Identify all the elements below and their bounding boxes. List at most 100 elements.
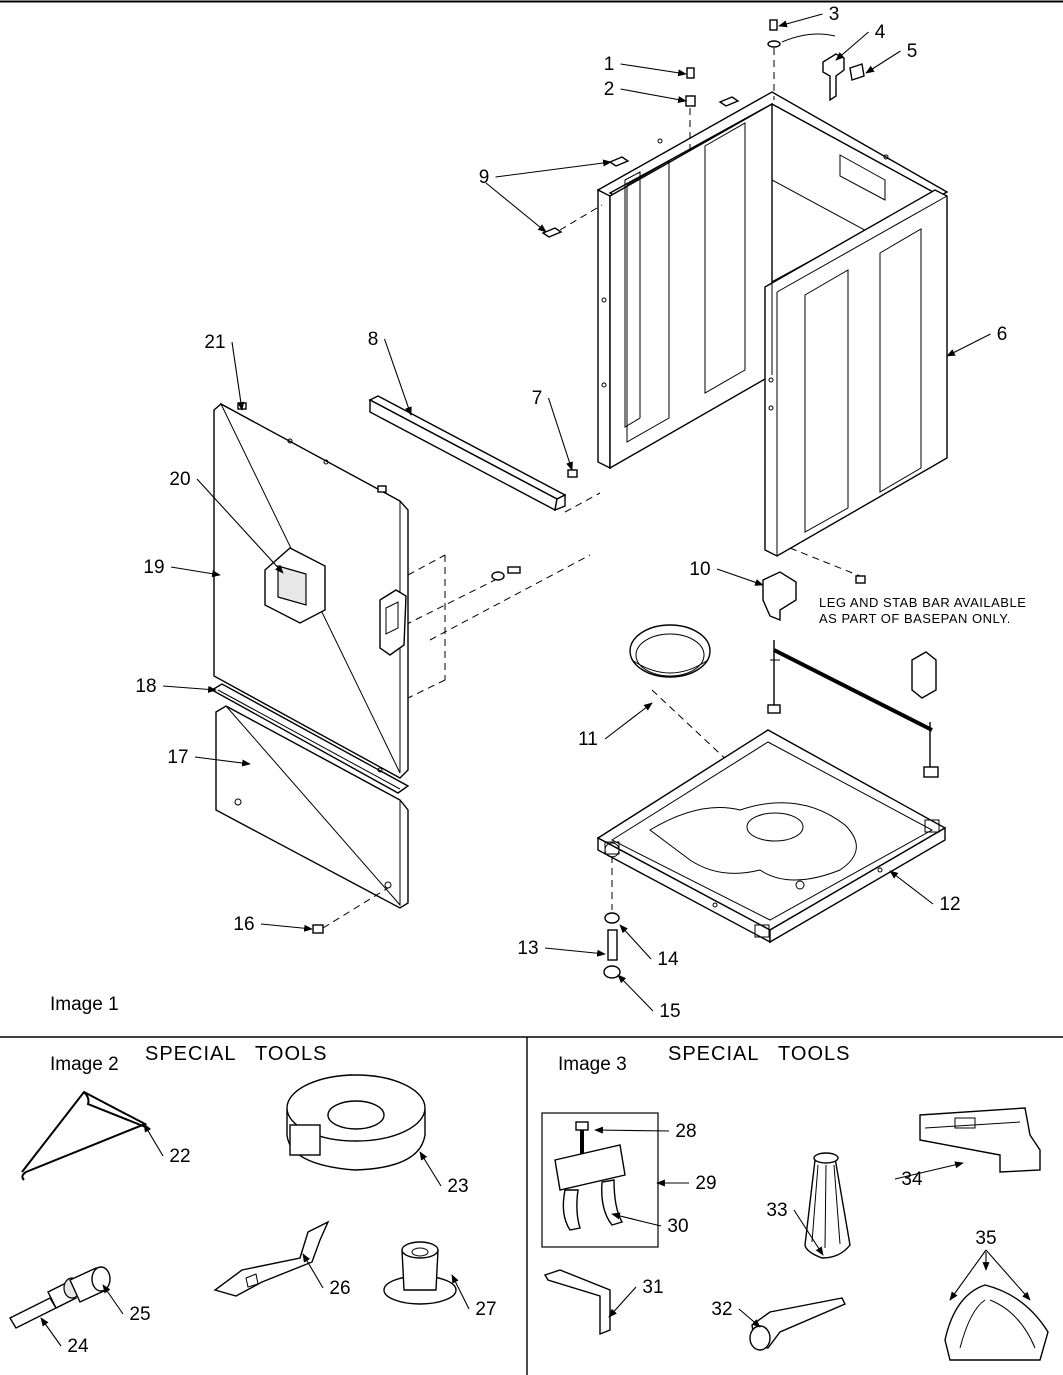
callout-12: 12 (939, 894, 960, 915)
tool-31-bracket (543, 1269, 611, 1336)
leader-14 (619, 924, 652, 960)
leader-11 (604, 702, 653, 740)
callout-30: 30 (667, 1216, 688, 1237)
callout-35: 35 (975, 1228, 996, 1249)
leader-1 (620, 63, 687, 77)
callout-6: 6 (997, 324, 1008, 345)
leader-9 (495, 159, 612, 178)
callout-33: 33 (766, 1200, 787, 1221)
top-fasteners (541, 19, 865, 238)
leader-15 (617, 974, 654, 1012)
leader-12 (889, 870, 934, 905)
screw-7a (567, 469, 578, 478)
cabinet-assembly (596, 91, 949, 557)
leader-10 (716, 568, 764, 586)
gasket-18 (210, 683, 410, 794)
leader-16 (260, 923, 313, 932)
tool-24-25-socket (9, 1266, 111, 1329)
callout-29: 29 (695, 1173, 716, 1194)
tool-32-driver (749, 1297, 846, 1351)
callout-31: 31 (642, 1277, 663, 1298)
callout-10: 10 (689, 559, 710, 580)
leader-7 (547, 397, 573, 471)
leader-9b (485, 182, 547, 233)
screw-1 (507, 566, 521, 574)
leader-25 (102, 1284, 124, 1315)
basepan-note-line2: AS PART OF BASEPAN ONLY. (819, 611, 1011, 626)
callout-18: 18 (135, 676, 156, 697)
leveling-bracket-10a (762, 571, 797, 622)
leader-18 (162, 685, 217, 693)
callout-1: 1 (604, 54, 615, 75)
leader-19 (170, 566, 221, 578)
image-2-label: Image 2 (50, 1054, 119, 1075)
callout-9: 9 (479, 167, 490, 188)
leader-26 (302, 1253, 324, 1289)
leg-and-stab-bar (767, 640, 939, 778)
tool-27-hub-driver (383, 1241, 457, 1305)
leader-lines (40, 13, 1031, 1347)
leader-33 (793, 1209, 824, 1256)
leader-24 (40, 1317, 62, 1347)
leader-2 (620, 88, 687, 104)
callout-19: 19 (143, 557, 164, 578)
leader-32 (738, 1308, 761, 1328)
screw-7b (855, 575, 866, 584)
callout-15: 15 (659, 1001, 680, 1022)
leader-35c (985, 1249, 1031, 1301)
callout-26: 26 (329, 1278, 350, 1299)
tool-28-30-puller (554, 1121, 626, 1231)
front-support-bar (368, 395, 567, 512)
callout-17: 17 (167, 747, 188, 768)
tool-23-ring (286, 1074, 426, 1171)
callout-2: 2 (604, 79, 615, 100)
callout-16: 16 (233, 914, 254, 935)
callout-21: 21 (204, 332, 225, 353)
callout-28: 28 (675, 1121, 696, 1142)
basepan-note-line1: LEG AND STAB BAR AVAILABLE (819, 595, 1026, 610)
leader-21 (231, 341, 245, 411)
tool-22-hook (21, 1090, 149, 1181)
special-tools-title-2: SPECIAL TOOLS (145, 1043, 327, 1065)
leader-4 (835, 31, 869, 61)
leader-13 (544, 947, 606, 957)
nut-15 (603, 965, 621, 979)
callout-23: 23 (447, 1176, 468, 1197)
callout-3: 3 (829, 4, 840, 25)
leader-27 (451, 1274, 470, 1310)
callout-27: 27 (475, 1299, 496, 1320)
callout-25: 25 (129, 1304, 150, 1325)
washer-14 (604, 912, 620, 924)
special-tools-title-3: SPECIAL TOOLS (668, 1043, 850, 1065)
toe-panel (215, 705, 409, 909)
callout-34: 34 (901, 1169, 923, 1190)
leader-3 (778, 13, 823, 28)
screw-16 (312, 924, 324, 934)
image-3-label: Image 3 (558, 1054, 627, 1075)
leader-31 (608, 1286, 637, 1318)
callout-14: 14 (657, 949, 679, 970)
base-pan (596, 729, 947, 944)
callout-32: 32 (711, 1299, 732, 1320)
tool-26-wrench (213, 1220, 330, 1297)
tool-34-gauge (919, 1107, 1041, 1173)
leveling-bracket-10b (911, 651, 937, 699)
callout-20: 20 (169, 469, 190, 490)
leader-34 (894, 1161, 964, 1180)
callout-7: 7 (532, 388, 543, 409)
leader-28 (594, 1126, 670, 1134)
image-1-label: Image 1 (50, 994, 119, 1015)
callout-11: 11 (578, 729, 598, 750)
leader-35b (949, 1249, 987, 1301)
callout-8: 8 (368, 329, 379, 350)
callout-labels: 1234567891011121314151617181920212223242… (67, 4, 1007, 1357)
leader-8 (383, 338, 412, 416)
bolt-13 (607, 929, 618, 961)
tub-ring (629, 624, 711, 678)
tool-33-cylinder (804, 1152, 851, 1259)
callout-13: 13 (517, 938, 538, 959)
leader-17 (194, 756, 251, 767)
callout-22: 22 (169, 1146, 190, 1167)
callout-4: 4 (875, 22, 886, 43)
